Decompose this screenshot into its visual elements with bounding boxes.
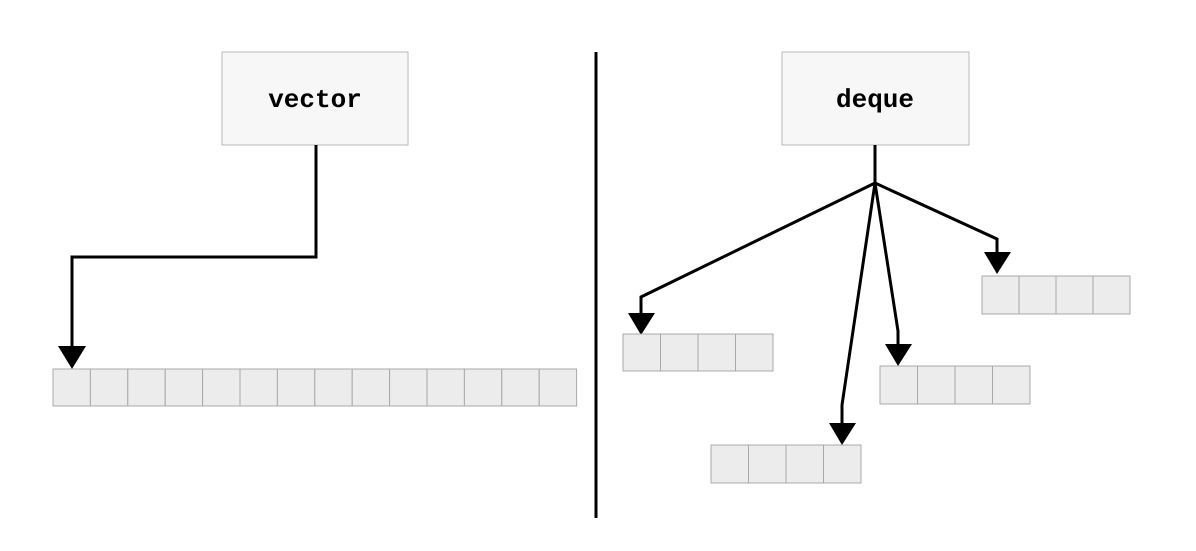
deque-pointer-arrowhead-4 [984,252,1011,274]
deque-chunk-1 [622,333,774,372]
memory-cell [917,365,956,405]
vector-label: vector [268,85,362,115]
memory-cell [748,444,787,484]
memory-cell [785,444,824,484]
memory-cell [879,365,918,405]
memory-cell [501,368,540,407]
memory-cell [276,368,316,407]
memory-cell [660,333,699,372]
memory-cell [538,368,578,407]
memory-cell [164,368,204,407]
deque-pointer-line-3 [873,182,900,350]
memory-cell [314,368,353,407]
deque-pointer-arrowhead-2 [829,423,856,445]
memory-cell [127,368,166,407]
memory-cell [981,275,1020,315]
deque-memory-blocks [622,275,1131,484]
deque-chunk-4 [981,275,1131,315]
memory-cell [697,333,736,372]
vector-pointer-arrowhead [58,346,86,369]
memory-cell [239,368,278,407]
memory-cell [992,365,1031,405]
memory-cell [954,365,993,405]
deque-chunk-3 [879,365,1031,405]
memory-cell [823,444,862,484]
vector-pointer-line [70,145,318,352]
memory-cell [52,368,91,407]
deque-chunk-2 [710,444,862,484]
deque-pointer-arrowhead-3 [885,344,912,366]
memory-cell [426,368,465,407]
deque-pointer-arrowhead-1 [628,313,655,335]
memory-cell [1018,275,1057,315]
memory-cell [1092,275,1131,315]
deque-pointer-line-1 [639,181,876,318]
memory-cell [1055,275,1094,315]
vector-cell-row [52,368,578,407]
memory-cell [89,368,129,407]
deque-box [781,51,970,146]
memory-cell [389,368,428,407]
deque-label: deque [836,85,914,115]
memory-cell [622,333,661,372]
memory-cell [202,368,241,407]
vector-memory-block [52,368,578,407]
deque-pointer-line-2 [840,182,877,427]
deque-panel: deque [622,51,1131,484]
deque-pointer-line-4 [874,181,999,258]
vector-panel: vector [52,51,578,407]
memory-cell [351,368,391,407]
memory-cell [735,333,774,372]
memory-cell [710,444,749,484]
memory-cell [463,368,503,407]
